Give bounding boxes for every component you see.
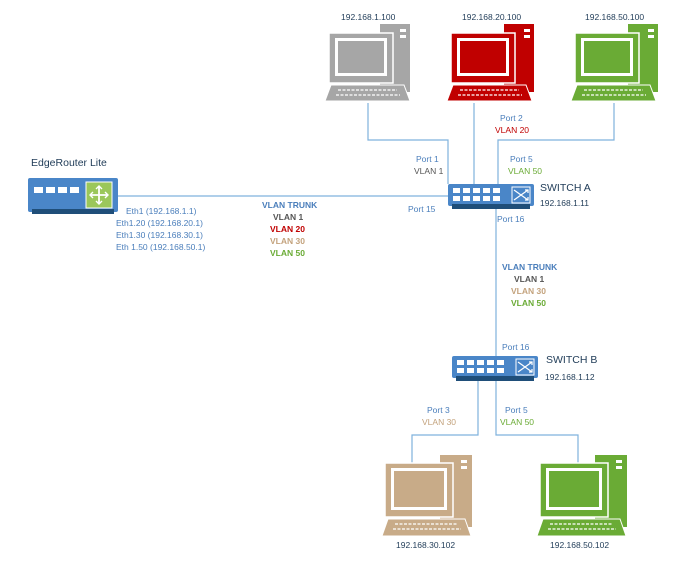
link-green-pc-top <box>497 103 615 184</box>
router-interface-eth1-20: Eth1.20 (192.168.20.1) <box>116 218 203 228</box>
pc-green-bottom-ip: 192.168.50.102 <box>550 540 610 550</box>
trunk-a-vlan-1: VLAN 1 <box>273 212 304 222</box>
trunk-b-vlan-1: VLAN 1 <box>514 274 545 284</box>
switch-b-ip: 192.168.1.12 <box>545 372 595 382</box>
switch-a-port-16: Port 16 <box>497 214 525 224</box>
trunk-b-title: VLAN TRUNK <box>502 262 558 272</box>
switch-a-port-1: Port 1 <box>416 154 439 164</box>
switch-a-ip: 192.168.1.11 <box>540 198 589 208</box>
pc-gray-ip: 192.168.1.100 <box>341 12 396 22</box>
link-gray-pc <box>367 103 449 184</box>
switch-a-icon <box>448 184 534 209</box>
switch-b-port-16: Port 16 <box>502 342 530 352</box>
connections <box>118 103 615 470</box>
switch-a-port-5-vlan: VLAN 50 <box>508 166 543 176</box>
pc-green-top-ip: 192.168.50.100 <box>585 12 645 22</box>
trunk-a-vlan-30: VLAN 30 <box>270 236 305 246</box>
trunk-b-vlan-30: VLAN 30 <box>511 286 546 296</box>
computer-tan-icon <box>381 455 472 537</box>
trunk-a-title: VLAN TRUNK <box>262 200 318 210</box>
pc-tan-ip: 192.168.30.102 <box>396 540 456 550</box>
switch-b-port-5-vlan: VLAN 50 <box>500 417 535 427</box>
pc-red-ip: 192.168.20.100 <box>462 12 522 22</box>
router-interface-eth1-50: Eth 1.50 (192.168.50.1) <box>116 242 206 252</box>
switch-a-port-2-vlan: VLAN 20 <box>495 125 530 135</box>
switch-b-name: SWITCH B <box>546 354 598 366</box>
switch-b-port-3: Port 3 <box>427 405 450 415</box>
router-name: EdgeRouter Lite <box>31 157 107 169</box>
switch-b-port-5: Port 5 <box>505 405 528 415</box>
router-icon <box>28 178 118 214</box>
computer-gray-icon <box>324 24 411 102</box>
switch-a-port-2: Port 2 <box>500 113 523 123</box>
trunk-b-vlan-50: VLAN 50 <box>511 298 546 308</box>
link-green-pc-bottom <box>495 380 579 470</box>
switch-b-port-3-vlan: VLAN 30 <box>422 417 457 427</box>
computer-red-icon <box>446 24 534 102</box>
switch-a-name: SWITCH A <box>540 182 591 194</box>
trunk-a-vlan-50: VLAN 50 <box>270 248 305 258</box>
switch-a-port-5: Port 5 <box>510 154 533 164</box>
computer-green-icon <box>570 24 658 102</box>
link-tan-pc <box>411 380 479 470</box>
computer-green-bottom-icon <box>536 455 627 537</box>
trunk-a-vlan-20: VLAN 20 <box>270 224 305 234</box>
router-interface-eth1-30: Eth1.30 (192.168.30.1) <box>116 230 203 240</box>
switch-a-port-15: Port 15 <box>408 204 436 214</box>
switch-b-icon <box>452 356 538 381</box>
router-interface-eth1: Eth1 (192.168.1.1) <box>126 206 197 216</box>
switch-a-port-1-vlan: VLAN 1 <box>414 166 444 176</box>
